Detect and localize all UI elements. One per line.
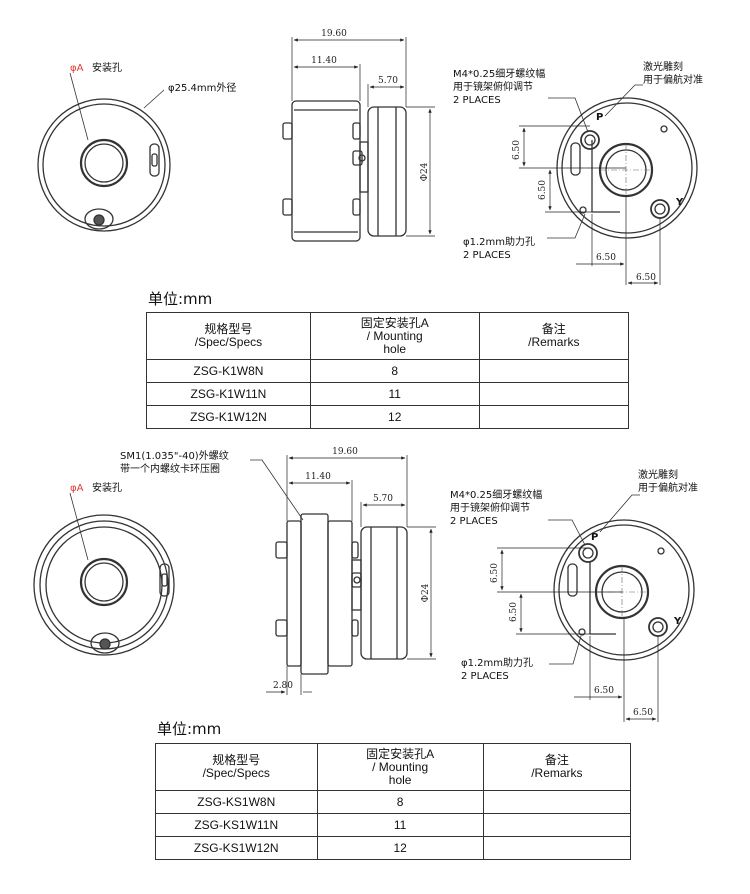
side-view-2 bbox=[275, 513, 408, 675]
laser-note-1-line1: 激光雕刻 bbox=[643, 60, 683, 73]
dim-part-2: 11.40 bbox=[305, 472, 331, 482]
mounting-hole-cell: 12 bbox=[309, 405, 480, 429]
remarks-cell bbox=[482, 813, 632, 837]
rear-view-1-leaders bbox=[547, 84, 643, 239]
remarks-cell bbox=[482, 790, 632, 814]
spec-cell: ZSG-K1W11N bbox=[146, 382, 311, 406]
dim-total-2: 19.60 bbox=[332, 447, 358, 457]
hole-text-label: 安装孔 bbox=[92, 61, 122, 74]
pin-note-1-line2: 2 PLACES bbox=[463, 250, 511, 261]
pin-note-2-line2: 2 PLACES bbox=[461, 671, 509, 682]
rear-view-2-leaders bbox=[548, 494, 640, 665]
mark-p-1: P bbox=[596, 112, 603, 123]
front-view-2-labels: φA 安装孔 bbox=[69, 481, 122, 561]
spec-table-2-header-0: 规格型号/Spec/Specs bbox=[155, 743, 318, 791]
dim-right-2: 5.70 bbox=[373, 494, 393, 504]
rear-view-2-dims bbox=[497, 547, 659, 722]
dim-v1-2: 6.50 bbox=[490, 563, 500, 583]
rear-view-1-dims bbox=[519, 125, 661, 285]
mark-y-1: Y bbox=[675, 197, 684, 208]
front-view-2 bbox=[33, 514, 175, 656]
remarks-cell bbox=[478, 405, 630, 429]
mounting-hole-cell: 11 bbox=[316, 813, 484, 837]
dim-h2-1: 6.50 bbox=[636, 273, 656, 283]
dim-v1-1: 6.50 bbox=[512, 140, 522, 160]
sm1-note-line1: SM1(1.035"-40)外螺纹 bbox=[120, 449, 229, 462]
dim-v2-2: 6.50 bbox=[509, 602, 519, 622]
spec-cell: ZSG-KS1W11N bbox=[155, 813, 318, 837]
thread-note-1-line1: M4*0.25细牙螺纹幅 bbox=[453, 67, 545, 80]
dim-dia-2: Φ24 bbox=[421, 583, 431, 602]
front-view-1-labels: φA 安装孔 φ25.4mm外径 bbox=[69, 61, 236, 141]
side-view-1 bbox=[282, 100, 407, 242]
spec-cell: ZSG-KS1W12N bbox=[155, 836, 318, 860]
thread-note-2-line1: M4*0.25细牙螺纹幅 bbox=[450, 488, 542, 501]
dim-h2-2: 6.50 bbox=[633, 708, 653, 718]
spec-cell: ZSG-KS1W8N bbox=[155, 790, 318, 814]
spec-table-2-header-2: 备注/Remarks bbox=[482, 743, 632, 791]
spec-cell: ZSG-K1W8N bbox=[146, 359, 311, 383]
thread-note-1-line2: 用于镜架俯仰调节 bbox=[453, 80, 533, 93]
spec-table-1-header-2: 备注/Remarks bbox=[478, 312, 630, 360]
mark-p-2: P bbox=[591, 532, 598, 543]
rear-view-1-centerlines bbox=[600, 144, 652, 196]
unit-label-1: 单位:mm bbox=[148, 290, 213, 308]
remarks-cell bbox=[478, 359, 630, 383]
thread-note-1-line3: 2 PLACES bbox=[453, 95, 501, 106]
mounting-hole-cell: 11 bbox=[309, 382, 480, 406]
laser-note-2-line1: 激光雕刻 bbox=[638, 468, 678, 481]
dim-flange-2: 2.80 bbox=[273, 681, 293, 691]
pin-note-2-line1: φ1.2mm助力孔 bbox=[461, 656, 533, 669]
remarks-cell bbox=[482, 836, 632, 860]
unit-label-2: 单位:mm bbox=[157, 720, 222, 738]
side-view-2-dims bbox=[266, 455, 436, 695]
outer-dia-label: φ25.4mm外径 bbox=[168, 81, 236, 94]
side-view-1-dims bbox=[291, 37, 435, 237]
sm1-leader bbox=[250, 459, 304, 521]
dim-h1-1: 6.50 bbox=[596, 253, 616, 263]
mounting-hole-cell: 12 bbox=[316, 836, 484, 860]
front-view-1 bbox=[37, 98, 171, 232]
dim-part-1: 11.40 bbox=[311, 56, 337, 66]
laser-note-2-line2: 用于偏航对准 bbox=[638, 481, 698, 494]
dim-v2-1: 6.50 bbox=[538, 180, 548, 200]
mounting-hole-cell: 8 bbox=[316, 790, 484, 814]
remarks-cell bbox=[478, 382, 630, 406]
hole-text-label-2: 安装孔 bbox=[92, 481, 122, 494]
mark-y-2: Y bbox=[673, 616, 682, 627]
mounting-hole-cell: 8 bbox=[309, 359, 480, 383]
spec-table-1-header-0: 规格型号/Spec/Specs bbox=[146, 312, 311, 360]
pin-note-1-line1: φ1.2mm助力孔 bbox=[463, 235, 535, 248]
dim-right-1: 5.70 bbox=[378, 76, 398, 86]
thread-note-2-line3: 2 PLACES bbox=[450, 516, 498, 527]
dim-dia-1: Φ24 bbox=[420, 162, 430, 181]
sm1-note-line2: 带一个内螺纹卡环压圈 bbox=[120, 462, 220, 475]
hole-symbol-label: φA bbox=[70, 63, 84, 74]
thread-note-2-line2: 用于镜架俯仰调节 bbox=[450, 501, 530, 514]
dim-h1-2: 6.50 bbox=[594, 686, 614, 696]
spec-cell: ZSG-K1W12N bbox=[146, 405, 311, 429]
hole-symbol-label-2: φA bbox=[70, 483, 84, 494]
laser-note-1-line2: 用于偏航对准 bbox=[643, 73, 703, 86]
dim-total-1: 19.60 bbox=[321, 29, 347, 39]
